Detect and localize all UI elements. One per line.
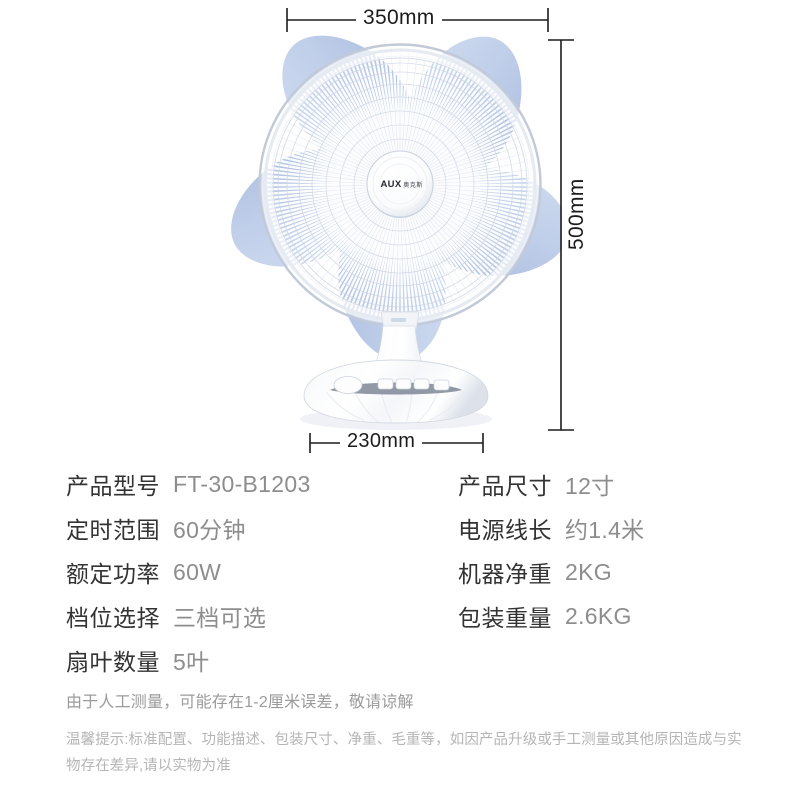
oscillation-knob bbox=[333, 376, 363, 394]
spec-row-package-weight: 包装重量 2.6KG bbox=[458, 594, 644, 638]
speed-button-1 bbox=[377, 378, 394, 390]
brand-logo: AUX 奥克斯 bbox=[381, 179, 423, 190]
spec-row-product-model: 产品型号 FT-30-B1203 bbox=[66, 462, 311, 506]
control-buttons bbox=[333, 376, 450, 394]
warm-tip-note: 温馨提示:标准配置、功能描述、包装尺寸、净重、毛重等，如因产品升级或手工测量或其… bbox=[66, 732, 742, 774]
brand-logo-text: AUX bbox=[381, 179, 402, 190]
spec-label: 产品型号 bbox=[66, 473, 160, 499]
spec-column-right: 产品尺寸 12寸 电源线长 约1.4米 机器净重 2KG 包装重量 2.6KG bbox=[458, 462, 644, 638]
fan-hub-ring bbox=[372, 156, 428, 212]
spec-label: 电源线长 bbox=[458, 517, 552, 543]
dimension-width-label: 350mm bbox=[356, 6, 442, 30]
spec-value: 12寸 bbox=[565, 473, 615, 499]
joint-detail bbox=[391, 318, 406, 322]
spec-value: 5叶 bbox=[173, 649, 210, 675]
power-button bbox=[433, 379, 450, 391]
dimension-height-label: 500mm bbox=[562, 172, 592, 256]
spec-value: 约1.4米 bbox=[565, 517, 645, 543]
fan-hub-ring-inner bbox=[379, 163, 421, 205]
brand-logo-cn: 奥克斯 bbox=[403, 181, 423, 189]
desk-fan-illustration: AUX 奥克斯 bbox=[219, 8, 583, 453]
spec-label: 扇叶数量 bbox=[66, 649, 160, 675]
spec-value: 60W bbox=[173, 558, 222, 585]
spec-label: 定时范围 bbox=[66, 517, 160, 543]
fan-hub bbox=[366, 150, 434, 218]
dimension-base-width-label: 230mm bbox=[340, 430, 423, 453]
spec-column-left: 产品型号 FT-30-B1203 定时范围 60分钟 额定功率 60W 档位选择… bbox=[66, 462, 311, 682]
spec-row-rated-power: 额定功率 60W bbox=[66, 550, 311, 594]
spec-value: 2KG bbox=[565, 558, 612, 585]
spec-label: 包装重量 bbox=[458, 605, 552, 631]
footer-notes: 由于人工测量，可能存在1-2厘米误差，敬请谅解 温馨提示:标准配置、功能描述、包… bbox=[66, 688, 766, 779]
measurement-tolerance-note: 由于人工测量，可能存在1-2厘米误差，敬请谅解 bbox=[66, 694, 414, 711]
spec-value: 60分钟 bbox=[173, 517, 246, 543]
spec-value: FT-30-B1203 bbox=[173, 470, 311, 497]
speed-button-3 bbox=[413, 378, 430, 390]
product-image-area: AUX 奥克斯 bbox=[219, 6, 592, 453]
spec-row-timer-range: 定时范围 60分钟 bbox=[66, 506, 311, 550]
spec-label: 产品尺寸 bbox=[458, 473, 552, 499]
spec-row-speed-settings: 档位选择 三档可选 bbox=[66, 594, 311, 638]
spec-value: 三档可选 bbox=[173, 605, 267, 631]
spec-row-product-size: 产品尺寸 12寸 bbox=[458, 462, 644, 506]
spec-row-blade-count: 扇叶数量 5叶 bbox=[66, 638, 311, 682]
spec-value: 2.6KG bbox=[565, 602, 632, 629]
spec-label: 机器净重 bbox=[458, 561, 552, 587]
spec-label: 档位选择 bbox=[66, 605, 160, 631]
spec-row-net-weight: 机器净重 2KG bbox=[458, 550, 644, 594]
spec-row-cord-length: 电源线长 约1.4米 bbox=[458, 506, 644, 550]
speed-button-2 bbox=[395, 378, 412, 390]
spec-label: 额定功率 bbox=[66, 561, 160, 587]
